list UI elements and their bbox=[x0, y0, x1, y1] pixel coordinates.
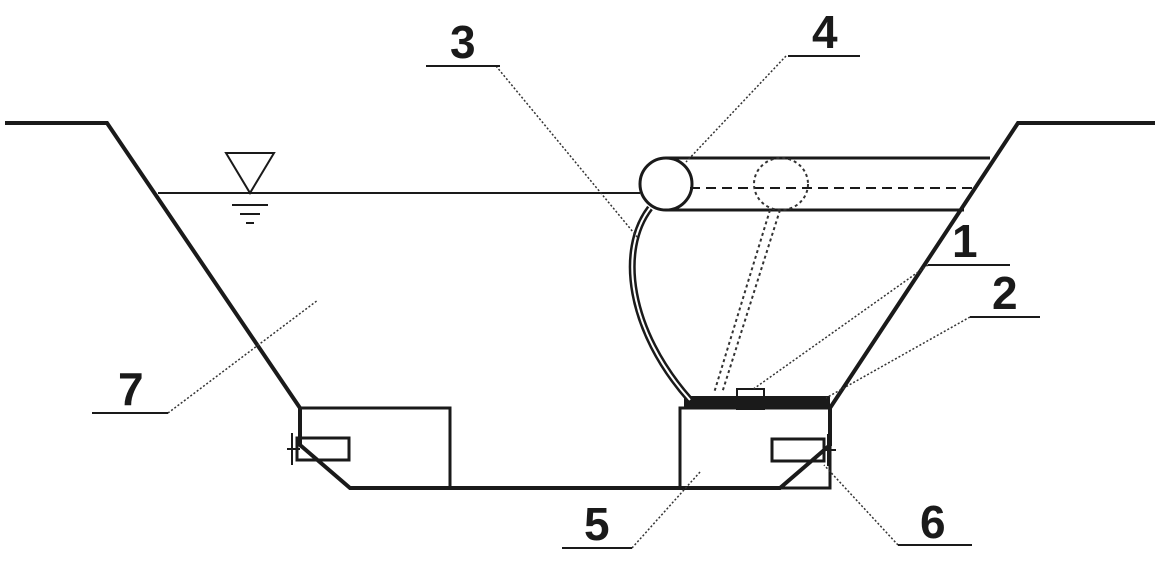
base-plate bbox=[684, 396, 830, 408]
leader-7 bbox=[167, 299, 319, 414]
float-pipe-end-circle bbox=[638, 156, 694, 212]
label-6: 6 bbox=[920, 496, 946, 548]
label-5: 5 bbox=[584, 498, 610, 550]
right-anchor bbox=[770, 434, 836, 466]
left-anchor bbox=[287, 433, 351, 465]
leader-2 bbox=[825, 316, 971, 399]
label-4: 4 bbox=[812, 6, 838, 58]
leader-4 bbox=[685, 55, 787, 163]
label-1: 1 bbox=[952, 215, 978, 267]
channel-outline bbox=[5, 121, 1155, 490]
right-foundation-block bbox=[678, 406, 832, 490]
leader-6 bbox=[823, 464, 899, 546]
flexible-curtain bbox=[628, 205, 693, 403]
left-foundation-block bbox=[300, 406, 452, 488]
leader-5 bbox=[631, 471, 701, 549]
alternate-float-position bbox=[753, 157, 809, 211]
leader-1 bbox=[751, 264, 929, 391]
water-level-triangle-icon bbox=[224, 152, 276, 224]
label-7: 7 bbox=[118, 363, 144, 415]
small-component bbox=[736, 388, 765, 410]
leader-3 bbox=[495, 65, 639, 239]
label-3: 3 bbox=[450, 16, 476, 68]
label-2: 2 bbox=[992, 267, 1018, 319]
alternate-curtain-line-a bbox=[713, 209, 771, 394]
alternate-curtain-line-b bbox=[721, 209, 781, 394]
